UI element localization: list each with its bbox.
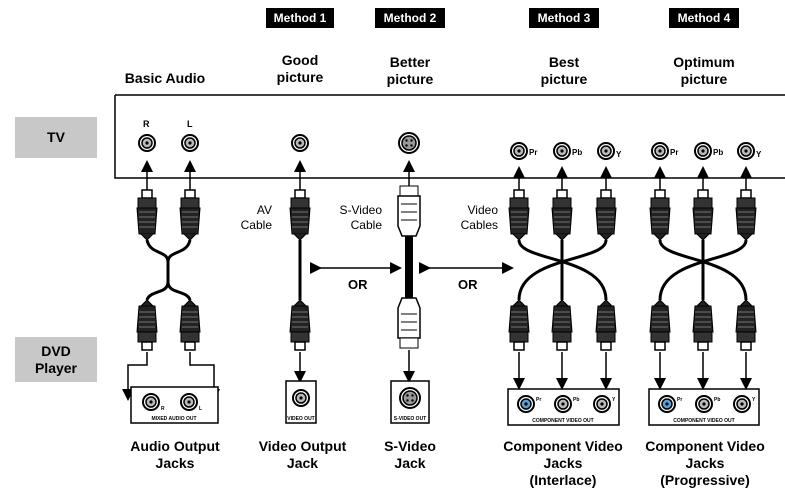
dvd-audio-l-label: L [199, 406, 202, 412]
dvd-comp-i-y-label: Y [612, 397, 616, 403]
tv-comp3-jack-pb [553, 142, 571, 160]
comp-interlace-label: Component Video Jacks (Interlace) [503, 438, 623, 488]
dvd-panel-letters: R L Pr Pb Y Pr Pb Y MIXED AUDIO OUT VIDE… [151, 397, 756, 424]
tv-audio-r-label: R [143, 119, 150, 129]
av-cable-label: AV Cable [240, 203, 272, 232]
dvd-comp-i-pb-label: Pb [573, 397, 579, 403]
dvd-audio-caption: MIXED AUDIO OUT [151, 416, 196, 422]
tv-audio-jack-l [181, 134, 199, 152]
svideo-cable-label: S-Video Cable [339, 203, 382, 232]
tv-comp3-y-label: Y [616, 150, 622, 159]
method-1-badge: Method 1 [266, 8, 334, 28]
tv-audio-l-label: L [187, 119, 193, 129]
method-2-quality: Better picture [386, 54, 434, 87]
tv-comp4-pb-label: Pb [713, 148, 723, 157]
dvd-comp-i-caption: COMPONENT VIDEO OUT [532, 418, 593, 424]
tv-comp3-pb-label: Pb [572, 148, 582, 157]
tv-comp3-jack-y [597, 142, 615, 160]
dvd-svideo-panel [390, 380, 430, 424]
tv-svideo-jack [398, 132, 420, 154]
basic-audio-heading: Basic Audio [124, 70, 206, 86]
tv-panel [114, 94, 785, 179]
svideo-jack-label: S-Video Jack [384, 438, 436, 471]
tv-comp3-pr-label: Pr [529, 148, 537, 157]
tv-jack-letters: R L Pr Pb Y Pr Pb Y [143, 119, 762, 159]
dvd-comp-p-pr-label: Pr [677, 397, 682, 403]
tv-side-label: TV [15, 117, 97, 158]
component-cable-m4 [649, 189, 757, 351]
tv-comp4-jack-pr [651, 142, 669, 160]
tv-comp4-pr-label: Pr [670, 148, 678, 157]
tv-comp3-jack-pr [510, 142, 528, 160]
audio-output-label: Audio Output Jacks [130, 438, 220, 471]
dvd-video-panel [285, 380, 317, 424]
method-4-quality: Optimum picture [673, 54, 735, 87]
dvd-comp-p-pb-label: Pb [714, 397, 720, 403]
dvd-comp-progressive-panel [648, 388, 760, 426]
method-2-badge: Method 2 [375, 8, 445, 28]
svideo-cable [397, 185, 421, 349]
or-label-1: OR [348, 277, 368, 292]
tv-video-jack [291, 134, 309, 152]
dvd-arrows [122, 350, 752, 401]
method-4-badge: Method 4 [669, 8, 739, 28]
component-cable-m3 [508, 189, 617, 351]
tv-comp4-y-label: Y [756, 150, 762, 159]
av-cable [289, 189, 311, 351]
tv-comp4-jack-pb [694, 142, 712, 160]
method-3-quality: Best picture [540, 54, 588, 87]
tv-audio-jack-r [138, 134, 156, 152]
comp-progressive-label: Component Video Jacks (Progressive) [645, 438, 765, 488]
video-cables-label: Video Cables [460, 203, 498, 232]
tv-comp4-jack-y [737, 142, 755, 160]
dvd-video-caption: VIDEO OUT [287, 416, 315, 422]
dvd-svideo-caption: S-VIDEO OUT [394, 416, 427, 422]
or-label-2: OR [458, 277, 478, 292]
dvd-audio-panel [130, 386, 219, 424]
dvd-side-label: DVD Player [15, 337, 97, 382]
dvd-comp-p-y-label: Y [752, 397, 756, 403]
dvd-comp-interlace-panel [507, 388, 620, 426]
dvd-audio-r-label: R [161, 406, 165, 412]
audio-cable [136, 189, 201, 351]
method-3-badge: Method 3 [529, 8, 599, 28]
method-1-quality: Good picture [276, 52, 324, 85]
dvd-comp-i-pr-label: Pr [536, 397, 541, 403]
dvd-comp-p-caption: COMPONENT VIDEO OUT [673, 418, 734, 424]
video-output-label: Video Output Jack [258, 438, 347, 471]
